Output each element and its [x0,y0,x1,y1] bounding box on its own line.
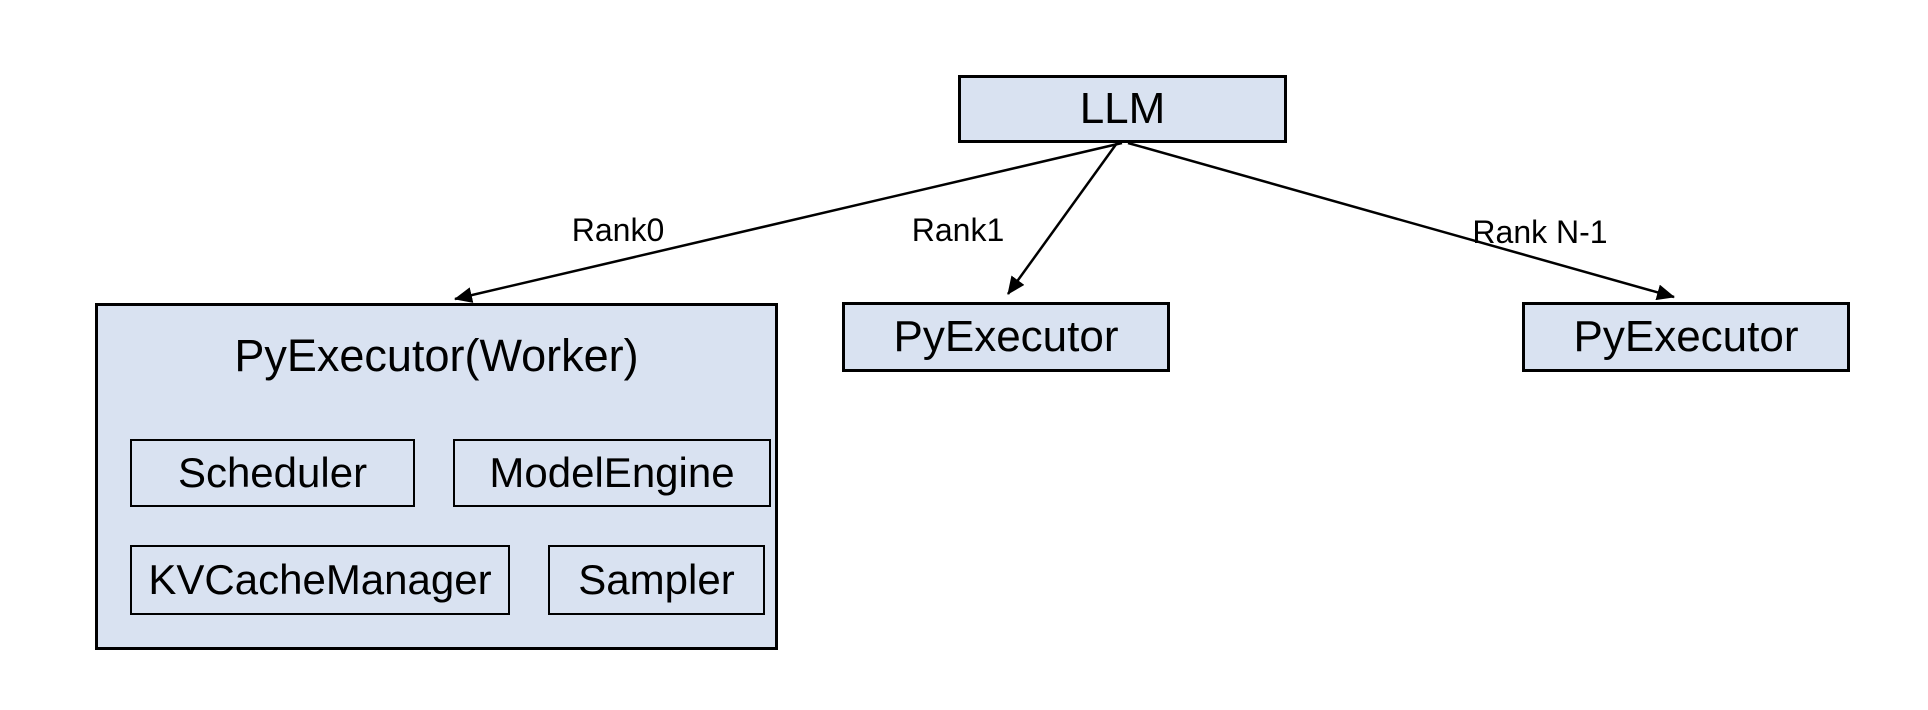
pyexecutor-rank1-label: PyExecutor [893,311,1119,361]
pyexecutor-rank-n-1-node: PyExecutor [1522,302,1850,372]
modelengine-node: ModelEngine [453,439,771,507]
pyexecutor-rank-n-1-label: PyExecutor [1573,311,1799,361]
modelengine-label: ModelEngine [489,449,735,496]
edge-label-rank1: Rank1 [911,212,1005,248]
sampler-label: Sampler [578,556,735,603]
kvcachemanager-label: KVCacheManager [148,556,492,603]
edge-label-rank-n-1: Rank N-1 [1472,214,1608,250]
scheduler-node: Scheduler [130,439,415,507]
llm-node: LLM [958,75,1287,143]
edge-label-rank0: Rank0 [571,212,665,248]
kvcachemanager-node: KVCacheManager [130,545,510,615]
sampler-node: Sampler [548,545,765,615]
pyexecutor-worker-title: PyExecutor(Worker) [234,330,639,381]
pyexecutor-worker-node: PyExecutor(Worker) Scheduler ModelEngine… [95,303,778,650]
llm-node-label: LLM [1079,83,1166,133]
scheduler-label: Scheduler [177,449,368,496]
pyexecutor-rank1-node: PyExecutor [842,302,1170,372]
